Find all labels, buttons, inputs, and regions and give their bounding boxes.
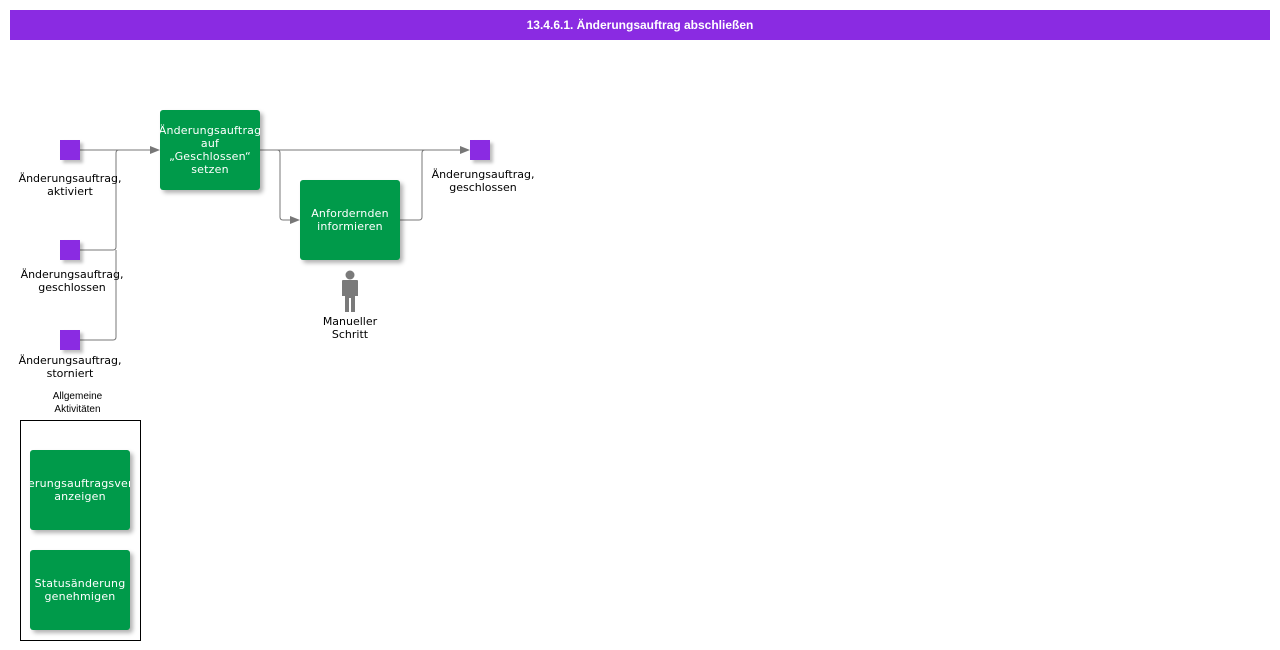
connector-inform-to-end	[400, 149, 426, 221]
task-approve-status-change-label: Statusänderung genehmigen	[34, 577, 126, 603]
start-event-activated-label: Änderungsauftrag, aktiviert	[18, 172, 122, 198]
connector-start-cancelled-to-task	[80, 250, 117, 341]
task-set-closed-label: Änderungsauftrag auf „Geschlossen“ setze…	[160, 124, 260, 176]
task-set-closed[interactable]: Änderungsauftrag auf „Geschlossen“ setze…	[160, 110, 260, 190]
start-event-cancelled-label: Änderungsauftrag, storniert	[18, 354, 122, 380]
diagram-title: 13.4.6.1. Änderungsauftrag abschließen	[526, 18, 754, 32]
end-event-closed[interactable]	[470, 140, 490, 160]
start-event-activated[interactable]	[60, 140, 80, 160]
general-activities-group	[20, 420, 141, 641]
manual-step-label: Manueller Schritt	[322, 315, 378, 341]
end-event-closed-label: Änderungsauftrag, geschlossen	[431, 168, 535, 194]
task-inform-requester[interactable]: Anfordernden informieren	[300, 180, 400, 260]
start-event-cancelled[interactable]	[60, 330, 80, 350]
person-icon	[342, 270, 358, 312]
task-show-history[interactable]: Änderungsauftragsverlauf anzeigen	[30, 450, 130, 530]
start-event-closed-label: Änderungsauftrag, geschlossen	[20, 268, 124, 294]
connector-start-closed-to-task	[80, 149, 120, 251]
task-inform-requester-label: Anfordernden informieren	[311, 207, 389, 233]
start-event-closed[interactable]	[60, 240, 80, 260]
diagram-title-bar: 13.4.6.1. Änderungsauftrag abschließen	[10, 10, 1270, 40]
general-activities-label: Allgemeine Aktivitäten	[52, 391, 103, 415]
task-show-history-label: Änderungsauftragsverlauf anzeigen	[30, 477, 130, 503]
task-approve-status-change[interactable]: Statusänderung genehmigen	[30, 550, 130, 630]
connector-task-to-inform	[260, 149, 300, 224]
